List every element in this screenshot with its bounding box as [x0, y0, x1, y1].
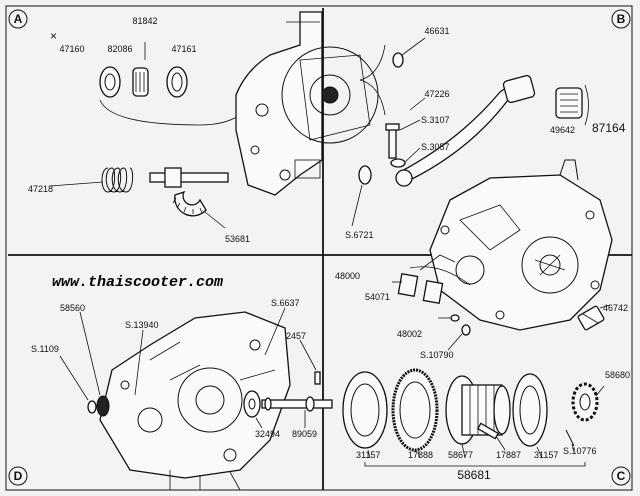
label-s3057: S.3057	[421, 142, 450, 152]
section-label-c: C	[611, 466, 631, 486]
label-17887: 17887	[496, 450, 521, 460]
label-54071: 54071	[365, 292, 390, 302]
spring-47218	[49, 167, 134, 193]
kickstart-lever	[395, 75, 536, 187]
clutch-plate-31157-b	[512, 373, 548, 459]
website-url: www.thaiscooter.com	[52, 274, 223, 291]
label-31157-a: 31157	[356, 450, 380, 460]
seal-47160	[99, 66, 121, 98]
bearing-32494	[243, 390, 263, 429]
crankcase-b	[419, 159, 613, 331]
label-58680: 58680	[605, 370, 630, 380]
label-s13940: S.13940	[125, 320, 159, 330]
label-48000: 48000	[335, 271, 360, 281]
label-49642: 49642	[550, 125, 575, 135]
shaft-89059	[261, 396, 333, 428]
screw-2457	[299, 339, 321, 385]
label-2457: 2457	[286, 331, 306, 341]
label-46631: 46631	[424, 26, 449, 36]
section-label-a: A	[8, 9, 28, 29]
kickstart-shaft-53681	[149, 167, 229, 229]
engine-case-d	[99, 311, 291, 491]
spring-17887	[476, 422, 506, 451]
label-46742: 46742	[603, 303, 628, 313]
svg-text:C: C	[617, 469, 626, 483]
section-label-d: D	[8, 466, 28, 486]
pedal-rubber-49642	[555, 84, 589, 126]
section-label-b: B	[611, 9, 631, 29]
clutch-plate-31157-a	[342, 371, 388, 459]
label-58681: 58681	[457, 468, 491, 482]
pedal-46742	[577, 304, 611, 331]
label-32494: 32494	[255, 429, 280, 439]
label-48002: 48002	[397, 329, 422, 339]
engine-case-a	[235, 11, 379, 196]
gear-58680	[571, 382, 605, 422]
brake-pads-54071	[392, 273, 444, 304]
pin-48002	[438, 314, 460, 322]
label-53681: 53681	[225, 234, 250, 244]
bearing-82086	[132, 67, 149, 97]
label-31157-b: 31157	[534, 450, 558, 460]
label-47218: 47218	[28, 184, 53, 194]
label-87164: 87164	[592, 121, 626, 135]
gear-58560	[79, 311, 110, 417]
label-s6637: S.6637	[271, 298, 300, 308]
label-81842: 81842	[132, 16, 157, 26]
circlip-s1109	[59, 355, 97, 414]
svg-text:×: ×	[50, 29, 57, 43]
label-58677: 58677	[448, 450, 473, 460]
washer-46631	[392, 37, 426, 68]
svg-text:D: D	[14, 469, 23, 483]
label-47160: 47160	[59, 44, 84, 54]
washer-s3057	[390, 158, 406, 168]
bolt-s3107	[385, 123, 400, 159]
label-s1109: S.1109	[31, 344, 59, 354]
label-58560: 58560	[60, 303, 85, 313]
assembly-bracket	[364, 462, 586, 467]
clutch-plate-17888	[391, 368, 439, 459]
label-s10790: S.10790	[420, 350, 454, 360]
circlip-s10790	[447, 324, 471, 351]
label-47161: 47161	[171, 44, 196, 54]
label-s3107: S.3107	[421, 115, 450, 125]
washer-s6721	[351, 165, 372, 227]
seal-47161	[166, 66, 188, 98]
svg-text:B: B	[617, 12, 626, 26]
label-47226: 47226	[424, 89, 449, 99]
circlip-s10776	[565, 429, 575, 453]
label-s6721: S.6721	[345, 230, 374, 240]
label-82086: 82086	[107, 44, 132, 54]
label-s10776: S.10776	[563, 446, 597, 456]
svg-text:A: A	[14, 12, 23, 26]
clutch-assembly-58677	[445, 375, 511, 459]
part-labels: 81842 47160 82086 47161 46631 47226 S.31…	[28, 16, 630, 482]
label-89059: 89059	[292, 429, 317, 439]
label-17888: 17888	[408, 450, 433, 460]
